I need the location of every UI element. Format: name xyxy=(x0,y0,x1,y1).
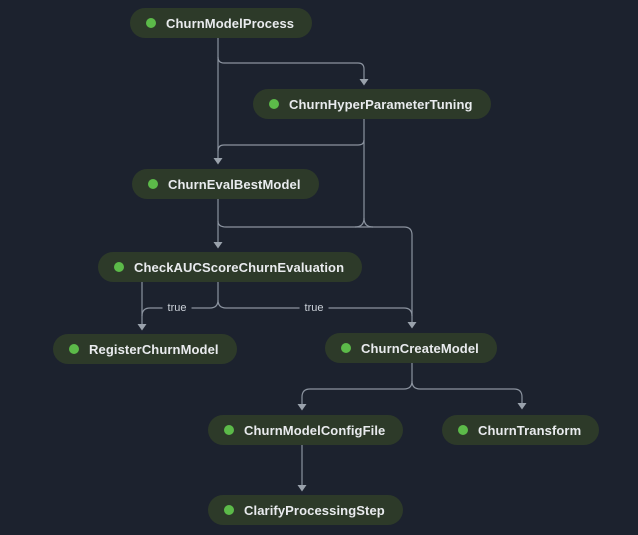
status-dot-icon xyxy=(148,179,158,189)
node-churn-hyper-parameter-tuning[interactable]: ChurnHyperParameterTuning xyxy=(253,89,491,119)
status-dot-icon xyxy=(146,18,156,28)
node-label: ChurnEvalBestModel xyxy=(168,176,301,192)
arrowhead-icon xyxy=(407,322,417,329)
edge-label-true: true xyxy=(162,301,192,315)
node-register-churn-model[interactable]: RegisterChurnModel xyxy=(53,334,237,364)
edge-line xyxy=(301,380,413,404)
node-churn-transform[interactable]: ChurnTransform xyxy=(442,415,600,445)
status-dot-icon xyxy=(114,262,124,272)
node-churn-model-process[interactable]: ChurnModelProcess xyxy=(130,8,313,38)
node-label: ChurnHyperParameterTuning xyxy=(289,96,473,112)
node-churn-create-model[interactable]: ChurnCreateModel xyxy=(325,333,497,363)
node-clarify-processing-step[interactable]: ClarifyProcessingStep xyxy=(208,495,403,525)
edge-line xyxy=(217,220,413,322)
status-dot-icon xyxy=(224,425,234,435)
edge-line xyxy=(217,56,365,79)
node-churn-eval-best-model[interactable]: ChurnEvalBestModel xyxy=(132,169,319,199)
edge-label-true: true xyxy=(299,301,329,315)
arrowhead-icon xyxy=(297,485,307,492)
arrowhead-icon xyxy=(297,404,307,411)
node-label: ChurnTransform xyxy=(478,422,582,438)
node-label: ChurnModelProcess xyxy=(166,15,295,31)
node-label: ClarifyProcessingStep xyxy=(244,502,385,518)
arrowhead-icon xyxy=(213,158,223,165)
node-label: ChurnModelConfigFile xyxy=(244,422,386,438)
edge-line xyxy=(363,217,374,228)
arrowhead-icon xyxy=(213,242,223,249)
node-label: ChurnCreateModel xyxy=(361,340,479,356)
status-dot-icon xyxy=(341,343,351,353)
arrowhead-icon xyxy=(137,324,147,331)
node-churn-model-config-file[interactable]: ChurnModelConfigFile xyxy=(208,415,404,445)
edge-line xyxy=(217,119,365,152)
edge-line xyxy=(354,217,365,228)
status-dot-icon xyxy=(269,99,279,109)
status-dot-icon xyxy=(224,505,234,515)
edge-line xyxy=(411,380,523,403)
status-dot-icon xyxy=(69,344,79,354)
arrowhead-icon xyxy=(517,403,527,410)
node-label: RegisterChurnModel xyxy=(89,341,219,357)
node-label: CheckAUCScoreChurnEvaluation xyxy=(134,259,345,275)
arrowhead-icon xyxy=(359,79,369,86)
node-check-auc-score-churn-evaluation[interactable]: CheckAUCScoreChurnEvaluation xyxy=(98,252,363,282)
status-dot-icon xyxy=(458,425,468,435)
